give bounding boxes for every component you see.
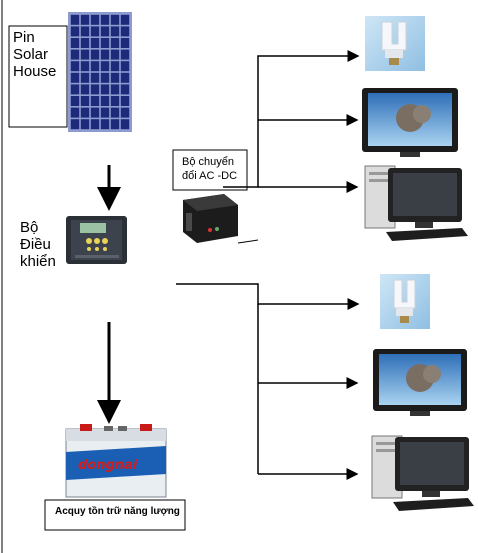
solar-cell xyxy=(90,14,100,25)
solar-cell xyxy=(90,26,100,37)
cfl-bulb-icon xyxy=(380,274,430,329)
solar-cell xyxy=(80,107,90,118)
solar-cell xyxy=(70,49,80,60)
inverter-icon xyxy=(183,194,238,243)
solar-cell xyxy=(120,38,130,48)
solar-cell xyxy=(70,26,80,37)
solar-cell xyxy=(110,84,120,95)
solar-cell xyxy=(100,38,110,48)
solar-cell xyxy=(70,107,80,118)
solar-cell xyxy=(110,38,120,48)
solar-cell xyxy=(110,14,120,25)
solar-cell xyxy=(90,107,100,118)
solar-cell xyxy=(100,72,110,83)
solar-cell xyxy=(70,119,80,130)
controller-label-line: Điều xyxy=(20,236,51,253)
solar-cell xyxy=(120,107,130,118)
controller-label-line: Bộ xyxy=(20,219,39,236)
monitor-icon xyxy=(373,349,467,416)
solar-cell xyxy=(120,84,130,95)
solar-cell xyxy=(70,38,80,48)
solar-label-box xyxy=(8,25,68,128)
desktop-computer-icon xyxy=(371,435,474,511)
solar-cell xyxy=(80,38,90,48)
solar-cell xyxy=(70,14,80,25)
solar-cell xyxy=(110,72,120,83)
solar-cell xyxy=(100,96,110,106)
solar-cell xyxy=(110,96,120,106)
solar-cell xyxy=(80,84,90,95)
solar-cell xyxy=(120,96,130,106)
top-branch-line xyxy=(223,50,360,188)
solar-cell xyxy=(80,119,90,130)
solar-cell xyxy=(100,107,110,118)
charge-controller-icon xyxy=(66,216,127,264)
solar-cell xyxy=(80,72,90,83)
converter-label-line: Bộ chuyển xyxy=(182,156,234,168)
solar-cell xyxy=(90,61,100,72)
solar-cell xyxy=(90,84,100,95)
solar-cell xyxy=(100,119,110,130)
solar-panel-label-line: Solar xyxy=(13,46,49,63)
solar-cell xyxy=(100,49,110,60)
solar-cell xyxy=(90,96,100,106)
solar-cell xyxy=(80,49,90,60)
solar-cell xyxy=(110,61,120,72)
solar-cell xyxy=(100,14,110,25)
solar-cell xyxy=(120,61,130,72)
solar-cell xyxy=(110,107,120,118)
solar-cell xyxy=(80,26,90,37)
solar-cell xyxy=(120,72,130,83)
solar-cell xyxy=(80,96,90,106)
solar-cell xyxy=(110,119,120,130)
battery-icon: dongnai xyxy=(65,424,167,498)
converter-label-line: đổi AC -DC xyxy=(182,170,238,182)
solar-cell xyxy=(110,26,120,37)
solar-cell xyxy=(110,49,120,60)
solar-cell xyxy=(90,72,100,83)
solar-cell xyxy=(120,26,130,37)
solar-cell xyxy=(80,14,90,25)
solar-panel-label: Pin Solar House xyxy=(13,29,56,80)
solar-cell xyxy=(100,26,110,37)
solar-cell xyxy=(70,84,80,95)
controller-label-line: khiển xyxy=(20,253,56,270)
solar-cell xyxy=(100,84,110,95)
desktop-computer-icon xyxy=(364,165,468,241)
solar-cell xyxy=(70,61,80,72)
inverter-connector-line xyxy=(237,239,259,244)
solar-cell xyxy=(100,61,110,72)
battery-brand-text: dongnai xyxy=(78,458,138,473)
solar-cell xyxy=(70,72,80,83)
solar-cell xyxy=(90,119,100,130)
solar-panel-label-line: House xyxy=(13,63,57,80)
cfl-bulb-icon xyxy=(365,16,425,71)
solar-cell xyxy=(90,38,100,48)
battery-label-box xyxy=(44,499,186,531)
solar-cell xyxy=(120,119,130,130)
controller-label: Bộ Điều khiển xyxy=(20,219,56,270)
solar-cell xyxy=(90,49,100,60)
solar-panel-icon xyxy=(68,12,132,132)
solar-panel-label-line: Pin xyxy=(13,29,35,46)
solar-cell xyxy=(120,49,130,60)
solar-cell xyxy=(120,14,130,25)
solar-cell xyxy=(70,96,80,106)
monitor-icon xyxy=(362,88,458,157)
bottom-branch-line xyxy=(176,283,360,310)
battery-label: Acquy tồn trữ năng lượng xyxy=(55,506,180,517)
solar-cell xyxy=(80,61,90,72)
converter-label-box xyxy=(172,149,248,191)
converter-label: Bộ chuyển đổi AC -DC xyxy=(182,155,237,183)
